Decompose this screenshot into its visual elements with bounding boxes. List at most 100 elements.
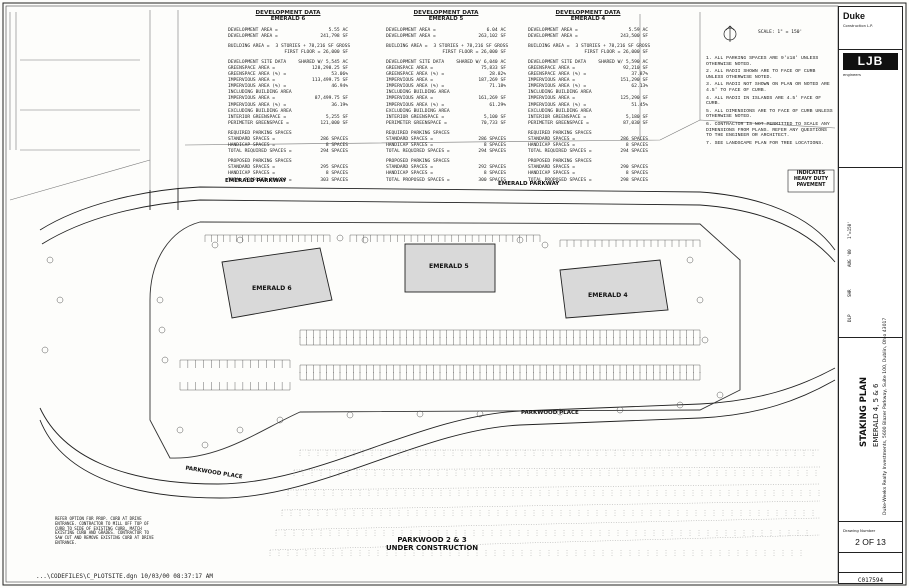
dev-data-row: INCLUDING BUILDING AREA bbox=[528, 90, 648, 96]
dev-data-row: IMPERVIOUS AREA =113,499.75 SF bbox=[228, 78, 348, 84]
parking-row bbox=[349, 234, 541, 242]
dev-data-key: IMPERVIOUS AREA = bbox=[528, 78, 576, 84]
dev-data-value: 294 SPACES bbox=[478, 149, 506, 155]
dev-data-value: 87,499.75 SF bbox=[314, 96, 348, 102]
dev-data-building: EMERALD 4 bbox=[570, 16, 606, 23]
dev-data-key: GREENSPACE AREA = bbox=[386, 65, 434, 71]
note-item: 5. ALL DIMENSIONS ARE TO FACE OF CURB UN… bbox=[706, 108, 833, 120]
building-emerald-5 bbox=[404, 243, 496, 293]
heavy-duty-legend bbox=[787, 169, 835, 193]
dev-data-value: 241,798 SF bbox=[320, 33, 348, 39]
dev-data-key: TOTAL PROPOSED SPACES = bbox=[528, 177, 592, 183]
dev-data-row: INTERIOR GREENSPACE =5,255 SF bbox=[228, 115, 348, 121]
drawing-code: C017594 bbox=[857, 577, 884, 584]
dev-data-key: PERIMETER GREENSPACE = bbox=[528, 120, 589, 126]
development-data-emerald-4: DEVELOPMENT DATA EMERALD 4 DEVELOPMENT A… bbox=[528, 10, 650, 184]
dev-data-row: INCLUDING BUILDING AREA bbox=[386, 90, 506, 96]
dev-data-row: PROPOSED PARKING SPACES bbox=[528, 159, 648, 165]
dev-data-row: FIRST FLOOR = 26,000 SF bbox=[528, 50, 648, 56]
dev-data-row: DEVELOPMENT AREA =5.59 AC bbox=[528, 28, 648, 34]
dev-data-value: 8 SPACES bbox=[325, 171, 348, 177]
dev-data-key: HANDICAP SPACES = bbox=[228, 143, 276, 149]
dev-data-key: STANDARD SPACES = bbox=[228, 165, 276, 171]
dev-data-value: 8 SPACES bbox=[325, 143, 348, 149]
dev-data-row: TOTAL PROPOSED SPACES =300 SPACES bbox=[386, 178, 506, 184]
dev-data-row: IMPERVIOUS AREA =125,290 SF bbox=[528, 96, 648, 102]
dev-data-row: DEVELOPMENT AREA =5.55 AC bbox=[228, 28, 348, 34]
dev-data-key: DEVELOPMENT AREA = bbox=[528, 27, 578, 33]
dev-data-key: PROPOSED PARKING SPACES bbox=[386, 159, 450, 165]
dev-data-value: 292 SPACES bbox=[478, 165, 506, 171]
parking-row bbox=[299, 364, 701, 373]
dev-data-row: BUILDING AREA =3 STORIES + 78,216 SF GRO… bbox=[528, 44, 650, 50]
dev-data-row: GREENSPACE AREA =92,210 SF bbox=[528, 66, 648, 72]
dev-data-value: 151,290 SF bbox=[620, 78, 648, 84]
road-label-emerald-parkway: EMERALD PARKWAY bbox=[225, 178, 287, 184]
dev-data-key: INTERIOR GREENSPACE = bbox=[228, 114, 287, 120]
dev-data-row: FIRST FLOOR = 26,000 SF bbox=[228, 50, 348, 56]
dev-data-value: 290 SPACES bbox=[620, 165, 648, 171]
dev-data-row: STANDARD SPACES = 290 SPACES bbox=[528, 165, 648, 171]
dev-data-row: HANDICAP SPACES =8 SPACES bbox=[528, 171, 648, 177]
dev-data-value: 300 SPACES bbox=[478, 177, 506, 183]
dev-data-row: PERIMETER GREENSPACE =87,030 SF bbox=[528, 121, 648, 127]
dev-data-row: PROPOSED PARKING SPACES bbox=[386, 159, 506, 165]
dev-data-row: IMPERVIOUS AREA (%) =51.45% bbox=[528, 103, 648, 109]
dev-data-key: IMPERVIOUS AREA (%) = bbox=[228, 84, 287, 90]
checked-value: DLP bbox=[847, 314, 852, 322]
dev-data-key: IMPERVIOUS AREA (%) = bbox=[386, 102, 445, 108]
dev-data-key: EXCLUDING BUILDING AREA bbox=[386, 108, 450, 114]
dev-data-key: IMPERVIOUS AREA = bbox=[386, 96, 434, 102]
parking-row bbox=[299, 372, 701, 381]
dev-data-row: TOTAL PROPOSED SPACES =298 SPACES bbox=[528, 178, 648, 184]
dev-data-row: BUILDING AREA =3 STORIES + 78,216 SF GRO… bbox=[386, 44, 508, 50]
divider bbox=[839, 572, 902, 573]
dev-data-row: INCLUDING BUILDING AREA bbox=[228, 90, 348, 96]
development-boundary bbox=[149, 221, 741, 459]
buildings bbox=[221, 243, 669, 319]
dev-data-key: STANDARD SPACES = bbox=[528, 165, 576, 171]
dev-data-row: STANDARD SPACES =286 SPACES bbox=[228, 137, 348, 143]
dev-data-value: 161,269 SF bbox=[478, 96, 506, 102]
dev-data-row: HANDICAP SPACES =8 SPACES bbox=[528, 143, 648, 149]
divider bbox=[839, 49, 902, 50]
dev-data-value: 125,290 SF bbox=[620, 96, 648, 102]
road-label-parkwood-place: PARKWOOD PLACE bbox=[521, 410, 579, 416]
dev-data-key: HANDICAP SPACES = bbox=[528, 171, 576, 177]
divider bbox=[839, 167, 902, 168]
dev-data-value: 8 SPACES bbox=[483, 143, 506, 149]
scale-label: SCALE: 1" = 150' bbox=[758, 30, 803, 35]
drive-entrance-note: REFER OPTION FOR PROP. CURB AT DRIVE ENT… bbox=[55, 516, 154, 545]
dev-data-key: PERIMETER GREENSPACE = bbox=[386, 120, 447, 126]
parking-row bbox=[204, 234, 331, 242]
dev-data-value: 294 SPACES bbox=[620, 149, 648, 155]
dev-data-value: 243,500 SF bbox=[620, 33, 648, 39]
note-item: 1. ALL PARKING SPACES ARE 9'x18' UNLESS … bbox=[706, 56, 819, 67]
dev-data-building: EMERALD 5 bbox=[428, 16, 464, 23]
dev-data-key: IMPERVIOUS AREA (%) = bbox=[228, 102, 287, 108]
dev-data-value: 294 SPACES bbox=[320, 149, 348, 155]
dev-data-row: STANDARD SPACES =292 SPACES bbox=[386, 165, 506, 171]
dev-data-key: IMPERVIOUS AREA = bbox=[386, 78, 434, 84]
dev-data-row: IMPERVIOUS AREA =87,499.75 SF bbox=[228, 96, 348, 102]
dev-data-title: DEVELOPMENT DATA bbox=[555, 10, 621, 16]
dev-data-row: HANDICAP SPACES =8 SPACES bbox=[228, 171, 348, 177]
date-value: AUG '00 bbox=[847, 249, 852, 267]
parking-row bbox=[559, 239, 701, 247]
client-name: Duke-Weeks Realty Investments, 5600 Blaz… bbox=[883, 317, 888, 515]
dev-data-value: 92,210 SF bbox=[623, 65, 648, 71]
parking-stalls bbox=[179, 234, 701, 391]
duke-subtitle: Construction L.P. bbox=[843, 24, 873, 28]
dev-data-value: 6.04 AC bbox=[486, 27, 506, 33]
dev-data-key: INCLUDING BUILDING AREA bbox=[228, 90, 292, 96]
dev-data-key: GREENSPACE AREA (%) = bbox=[386, 72, 445, 78]
dev-data-value: 303 SPACES bbox=[320, 177, 348, 183]
dev-data-value: 37.87% bbox=[631, 72, 648, 78]
dev-data-row: IMPERVIOUS AREA = 161,269 SF bbox=[386, 96, 506, 102]
divider bbox=[839, 521, 902, 522]
dev-data-key: TOTAL REQUIRED SPACES = bbox=[228, 149, 292, 155]
dev-data-value: 28.82% bbox=[489, 72, 506, 78]
dev-data-key: DEVELOPMENT AREA = bbox=[228, 27, 278, 33]
